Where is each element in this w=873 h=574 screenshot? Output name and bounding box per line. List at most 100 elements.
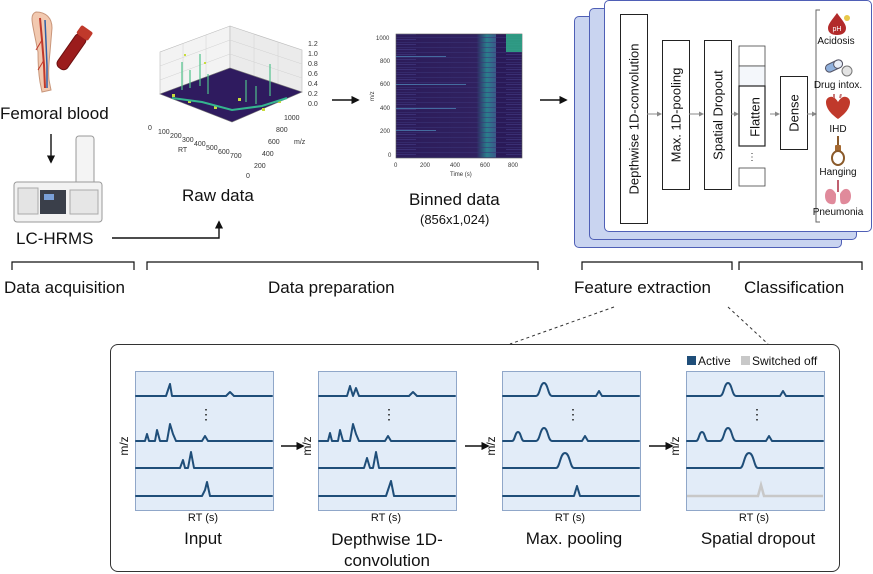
- maxpool-trace-3: [502, 452, 640, 469]
- svg-text:0.2: 0.2: [308, 91, 318, 98]
- depthwise-axis-y: m/z: [300, 436, 314, 456]
- binned-data-label: Binned data: [409, 190, 500, 209]
- input-ellipsis: ⋮: [199, 406, 213, 422]
- class-hanging: Hanging: [819, 167, 857, 178]
- model-connectors: [647, 9, 820, 223]
- step-depthwise-label: Depthwise 1D-convolution: [331, 530, 443, 570]
- svg-text:800: 800: [380, 59, 391, 65]
- noose-icon: [831, 136, 845, 166]
- dropout-axis-x: RT (s): [738, 512, 770, 524]
- dropout-trace-4-switched-off: [687, 480, 823, 498]
- lc-hrms-label: LC-HRMS: [16, 229, 94, 248]
- lungs-icon: [825, 180, 851, 205]
- svg-text:⋮: ⋮: [747, 152, 757, 163]
- depthwise-trace-2: [318, 423, 456, 442]
- svg-text:200: 200: [254, 163, 266, 170]
- svg-text:1.2: 1.2: [308, 41, 318, 48]
- depthwise-ellipsis: ⋮: [382, 406, 396, 422]
- maxpool-trace-1: [502, 382, 640, 397]
- bracket-acquisition: [11, 261, 135, 270]
- classification-label: Classification: [744, 278, 845, 297]
- svg-text:200: 200: [380, 129, 391, 135]
- heart-icon: [826, 94, 850, 119]
- svg-text:600: 600: [218, 149, 230, 156]
- ph-text: pH: [833, 26, 842, 33]
- raw-data-label: Raw data: [182, 186, 254, 205]
- bracket-classification: [738, 261, 863, 270]
- svg-text:200: 200: [420, 163, 431, 169]
- svg-text:m/z: m/z: [370, 91, 376, 101]
- depthwise-trace-4: [318, 480, 456, 497]
- dropout-trace-3: [686, 452, 824, 469]
- svg-text:600: 600: [268, 139, 280, 146]
- blood-sample-icon: [31, 11, 93, 93]
- svg-text:500: 500: [206, 145, 218, 152]
- svg-text:600: 600: [480, 163, 491, 169]
- legend-active-swatch: [687, 356, 696, 365]
- bracket-preparation: [146, 261, 539, 270]
- input-trace-3: [135, 451, 273, 469]
- svg-text:600: 600: [380, 82, 391, 88]
- class-drug-intox: Drug intox.: [813, 80, 863, 91]
- feature-extraction-label: Feature extraction: [574, 278, 712, 297]
- svg-text:0.0: 0.0: [308, 101, 318, 108]
- depthwise-trace-1: [318, 385, 456, 397]
- step-maxpool-label: Max. pooling: [525, 529, 623, 548]
- legend-active-label: Active: [698, 354, 731, 368]
- data-preparation-label: Data preparation: [268, 278, 395, 297]
- input-trace-1: [135, 383, 273, 397]
- step-dropout-label: Spatial dropout: [700, 529, 816, 548]
- svg-text:0.6: 0.6: [308, 71, 318, 78]
- maxpool-trace-4: [502, 485, 640, 497]
- zoom-line-left: [509, 306, 615, 345]
- svg-text:1000: 1000: [284, 115, 300, 122]
- svg-text:700: 700: [230, 153, 242, 160]
- maxpool-axis-x: RT (s): [554, 512, 586, 524]
- input-trace-4: [135, 481, 273, 497]
- maxpool-ellipsis: ⋮: [566, 406, 580, 422]
- ph-drop-icon: pH: [828, 13, 850, 35]
- layer-dense: Dense: [780, 76, 808, 150]
- layer-depthwise-conv: Depthwise 1D-convolution: [620, 14, 648, 224]
- svg-text:400: 400: [380, 106, 391, 112]
- svg-text:300: 300: [182, 137, 194, 144]
- svg-text:0: 0: [394, 163, 398, 169]
- svg-text:0.4: 0.4: [308, 81, 318, 88]
- input-trace-2: [135, 423, 273, 442]
- arrow-instrument-to-raw: [112, 220, 224, 239]
- svg-text:0: 0: [246, 173, 250, 180]
- dropout-axis-y: m/z: [668, 436, 682, 456]
- class-pneumonia: Pneumonia: [812, 207, 864, 218]
- pills-icon: [824, 59, 853, 77]
- svg-text:0: 0: [148, 125, 152, 132]
- femoral-blood-label: Femoral blood: [0, 104, 109, 123]
- layer-spatial-dropout: Spatial Dropout: [704, 40, 732, 190]
- depthwise-trace-3: [318, 451, 456, 469]
- svg-text:Time (s): Time (s): [450, 172, 472, 178]
- svg-text:800: 800: [276, 127, 288, 134]
- svg-text:RT: RT: [178, 147, 188, 154]
- input-axis-x: RT (s): [187, 512, 219, 524]
- svg-text:100: 100: [158, 129, 170, 136]
- svg-text:800: 800: [508, 163, 519, 169]
- svg-text:400: 400: [262, 151, 274, 158]
- layer-flatten-column: ⋮: [738, 45, 766, 187]
- step-input-label: Input: [184, 529, 222, 548]
- svg-text:400: 400: [450, 163, 461, 169]
- svg-text:0: 0: [388, 153, 392, 159]
- depthwise-axis-x: RT (s): [370, 512, 402, 524]
- maxpool-axis-y: m/z: [484, 436, 498, 456]
- maxpool-trace-2: [502, 427, 640, 442]
- dropout-ellipsis: ⋮: [750, 406, 764, 422]
- dropout-trace-2: [686, 427, 824, 442]
- bracket-feature: [581, 261, 733, 270]
- svg-text:m/z: m/z: [294, 139, 306, 146]
- svg-text:400: 400: [194, 141, 206, 148]
- dropout-trace-1: [686, 382, 824, 397]
- svg-text:1.0: 1.0: [308, 51, 318, 58]
